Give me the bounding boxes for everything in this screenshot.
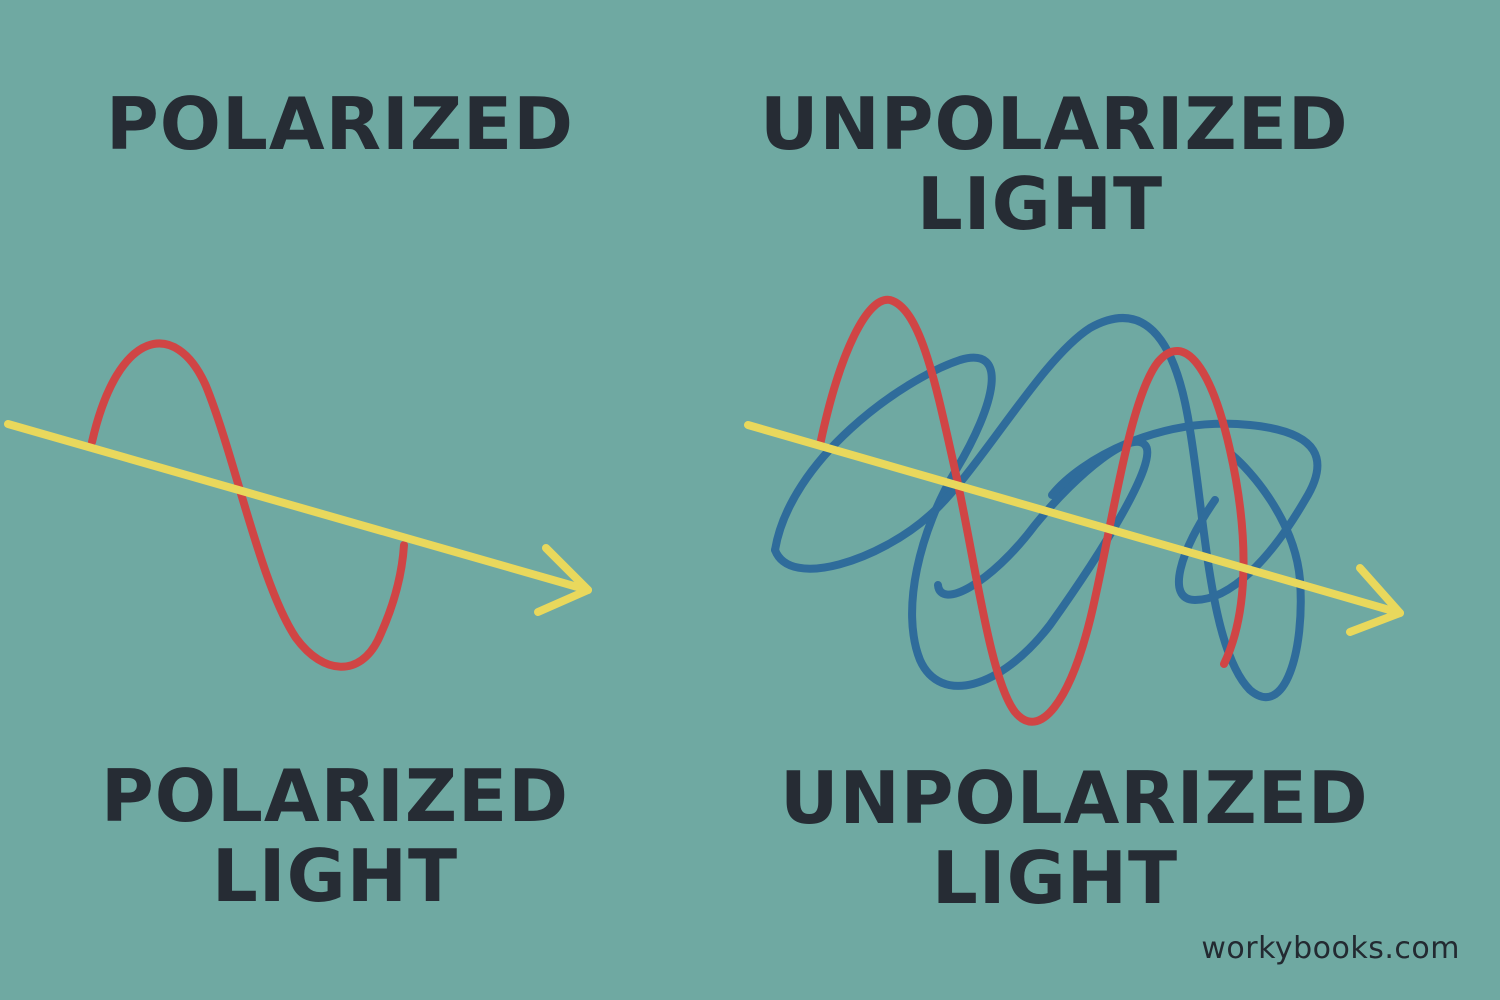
top-right-title-line-2: LIGHT [916,162,1164,246]
bottom-right-caption: UNPOLARIZED LIGHT [780,756,1369,920]
arrowhead-left [534,544,592,616]
bottom-left-caption-line-1: POLARIZED [101,754,569,838]
top-left-title: POLARIZED [90,84,590,164]
top-left-title-line-1: POLARIZED [106,82,574,166]
bottom-left-caption: POLARIZED LIGHT [70,756,600,916]
unpolarized-blue-loop-1 [771,353,1152,690]
unpolarized-light-illustration [744,295,1404,726]
unpolarized-red-wave [816,295,1248,726]
watermark-text: workybooks.com [1201,931,1460,966]
polarized-wave [88,339,408,671]
polarized-light-illustration [4,339,592,671]
bottom-right-caption-line-1: UNPOLARIZED [780,756,1369,840]
top-right-title-line-1: UNPOLARIZED [760,82,1349,166]
bottom-left-caption-line-2: LIGHT [211,834,459,918]
arrowhead-right [1346,564,1404,636]
propagation-axis-right [744,421,1404,617]
bottom-right-caption-line-2: LIGHT [931,836,1179,920]
propagation-axis-left [4,420,592,594]
top-right-title: UNPOLARIZED LIGHT [760,82,1349,246]
unpolarized-blue-loop-3 [1048,419,1322,604]
